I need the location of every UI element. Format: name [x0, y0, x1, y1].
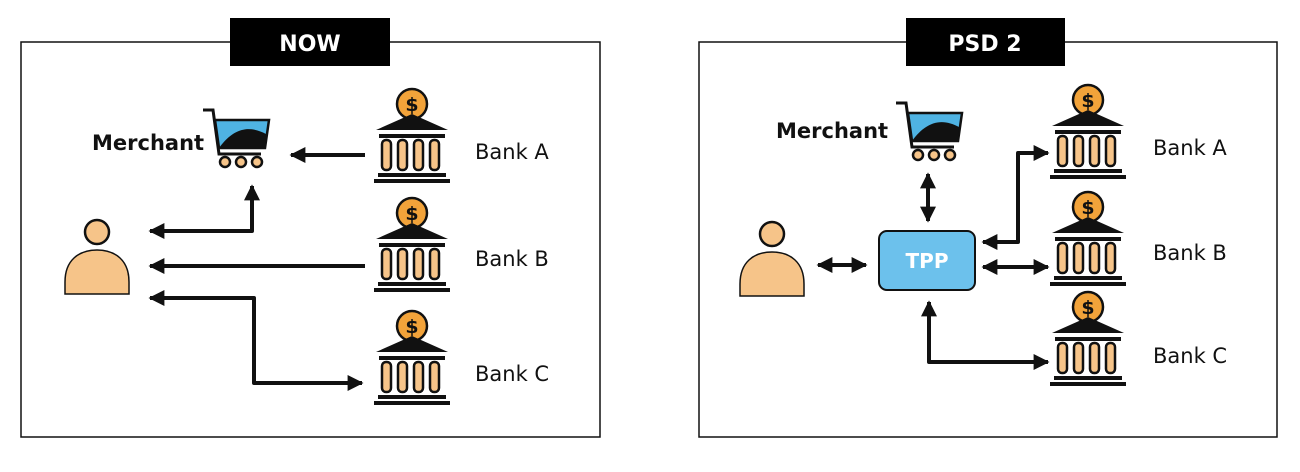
now-title-tag [230, 18, 390, 66]
now-merchant-label: Merchant [92, 131, 204, 155]
shopping-cart-icon [894, 101, 964, 162]
now-bank-c-label: Bank C [475, 362, 549, 386]
now-title: NOW [279, 32, 340, 57]
bank-icon [1048, 290, 1128, 388]
tpp-label: TPP [906, 249, 949, 273]
psd2-panel: PSD 2 Merchant TPP Bank A Bank B Bank C [698, 18, 1278, 438]
arrow-user-merchant [148, 184, 260, 239]
user-icon [738, 220, 806, 298]
psd2-panel-frame [698, 41, 1278, 438]
now-panel: NOW Merchant Bank A Bank B Bank C [20, 18, 601, 438]
user-icon [63, 218, 131, 296]
tpp-box [878, 230, 976, 291]
bank-icon [1048, 83, 1128, 181]
arrow-user-bank-c [148, 290, 364, 391]
psd2-merchant-label: Merchant [776, 119, 888, 143]
bank-icon [372, 309, 452, 407]
now-bank-a-label: Bank A [475, 140, 549, 164]
psd2-title-tag [906, 18, 1065, 66]
now-bank-b-label: Bank B [475, 247, 549, 271]
psd2-bank-c-label: Bank C [1153, 344, 1227, 368]
shopping-cart-icon [201, 108, 271, 169]
psd2-bank-a-label: Bank A [1153, 136, 1227, 160]
psd2-title: PSD 2 [948, 32, 1021, 57]
bank-icon [372, 196, 452, 294]
bank-icon [1048, 190, 1128, 288]
bank-icon [372, 87, 452, 185]
arrow-tpp-bank-a [981, 145, 1050, 250]
psd2-bank-b-label: Bank B [1153, 241, 1227, 265]
arrow-tpp-bank-c [921, 300, 1050, 370]
